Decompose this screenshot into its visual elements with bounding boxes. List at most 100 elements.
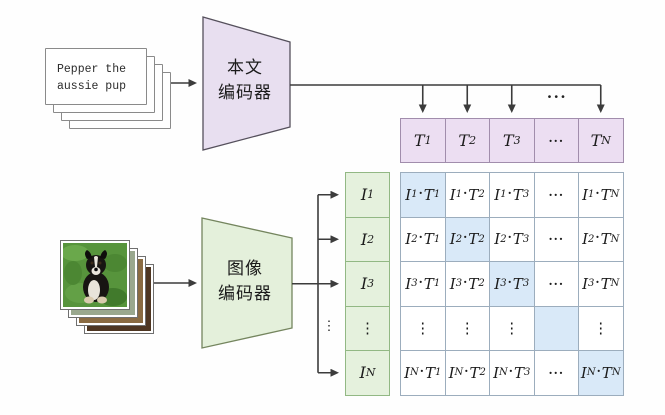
i-term: I [449, 274, 456, 293]
i-sub: 3 [367, 277, 375, 291]
ellipsis: ⋮ [415, 318, 431, 337]
i-term: I [580, 363, 587, 382]
dot-operator: · [463, 230, 468, 245]
t-term: T [468, 230, 479, 249]
t-term: T [512, 274, 523, 293]
ellipsis: ··· [548, 133, 565, 148]
top-ellipsis: ··· [546, 88, 568, 106]
t-cell-dots: ··· [534, 119, 578, 162]
i-term: I [405, 274, 412, 293]
i-sub: 1 [367, 188, 375, 202]
t-sub: N [610, 189, 620, 201]
i-sub: 2 [588, 233, 595, 245]
i-term: I [448, 363, 455, 382]
matrix-cell-r1c4: ··· [534, 173, 578, 217]
t-sub: 1 [433, 233, 441, 245]
i-sub: 3 [588, 278, 595, 290]
t-sub: 3 [522, 278, 530, 290]
ellipsis: ··· [548, 187, 565, 202]
t-term: T [423, 230, 434, 249]
photo-front [60, 240, 130, 310]
t-term: T [600, 185, 611, 204]
matrix-cell-r3c4: ··· [534, 262, 578, 306]
t-term: T [423, 185, 434, 204]
t-term: T [469, 363, 480, 382]
ellipsis: ⋮ [593, 318, 609, 337]
text-encoder-label-line1: 本文 [227, 58, 263, 78]
dot-operator: · [507, 274, 512, 289]
t-sub: 2 [479, 367, 486, 379]
puppy-image [61, 243, 127, 307]
i-term: I [405, 185, 412, 204]
text-prompt: Pepper the aussie pup [46, 49, 146, 96]
i-sub: 3 [411, 278, 418, 290]
i-term: I [449, 230, 456, 249]
i-sub: N [454, 367, 464, 379]
left-ellipsis: ⋮ [322, 319, 336, 334]
text-encoder-label-line2: 编码器 [218, 82, 272, 103]
i-term: I [494, 185, 501, 204]
t-term: T [468, 274, 479, 293]
i-sub: 2 [455, 233, 463, 245]
i-sub: 2 [500, 233, 507, 245]
i-term: I [404, 363, 411, 382]
t-sub: 3 [522, 189, 530, 201]
t-sub: N [610, 233, 620, 245]
matrix-cell-r4c5: ⋮ [579, 306, 623, 350]
i-term: I [494, 274, 501, 293]
t-base: T [590, 131, 602, 150]
ellipsis: ··· [548, 276, 565, 291]
t-sub: 1 [424, 134, 432, 147]
text-card-front: Pepper the aussie pup [45, 48, 147, 105]
t-sub: 3 [513, 134, 521, 147]
i-sub: N [365, 366, 376, 380]
i-base: I [359, 363, 366, 383]
i-sub: 3 [455, 278, 463, 290]
t-term: T [512, 185, 523, 204]
i-term: I [449, 185, 456, 204]
ellipsis: ⋮ [504, 318, 520, 337]
i-sub: 1 [588, 189, 595, 201]
t-sub: 2 [469, 134, 477, 147]
i-sub: 3 [500, 278, 507, 290]
t-term: T [423, 274, 434, 293]
i-term: I [405, 230, 412, 249]
dot-operator: · [419, 363, 424, 378]
i-base: I [360, 229, 368, 249]
text-prompt-line1: Pepper the [57, 63, 127, 76]
t-sub: 1 [435, 367, 442, 379]
t-term: T [513, 363, 524, 382]
ellipsis: ⋮ [360, 318, 375, 337]
t-sub: 2 [478, 233, 485, 245]
dot-operator: · [418, 274, 423, 289]
t-sub: 2 [478, 189, 485, 201]
dot-operator: · [507, 230, 512, 245]
i-sub: N [586, 367, 596, 379]
i-term: I [493, 363, 500, 382]
i-sub: N [499, 367, 508, 379]
t-sub: N [611, 367, 621, 379]
t-term: T [600, 230, 611, 249]
t-sub: N [601, 134, 611, 147]
ellipsis: ··· [548, 232, 565, 247]
dot-operator: · [463, 274, 468, 289]
i-base: I [360, 274, 368, 294]
image-encoder-label-line2: 编码器 [218, 283, 272, 304]
t-base: T [502, 131, 514, 150]
